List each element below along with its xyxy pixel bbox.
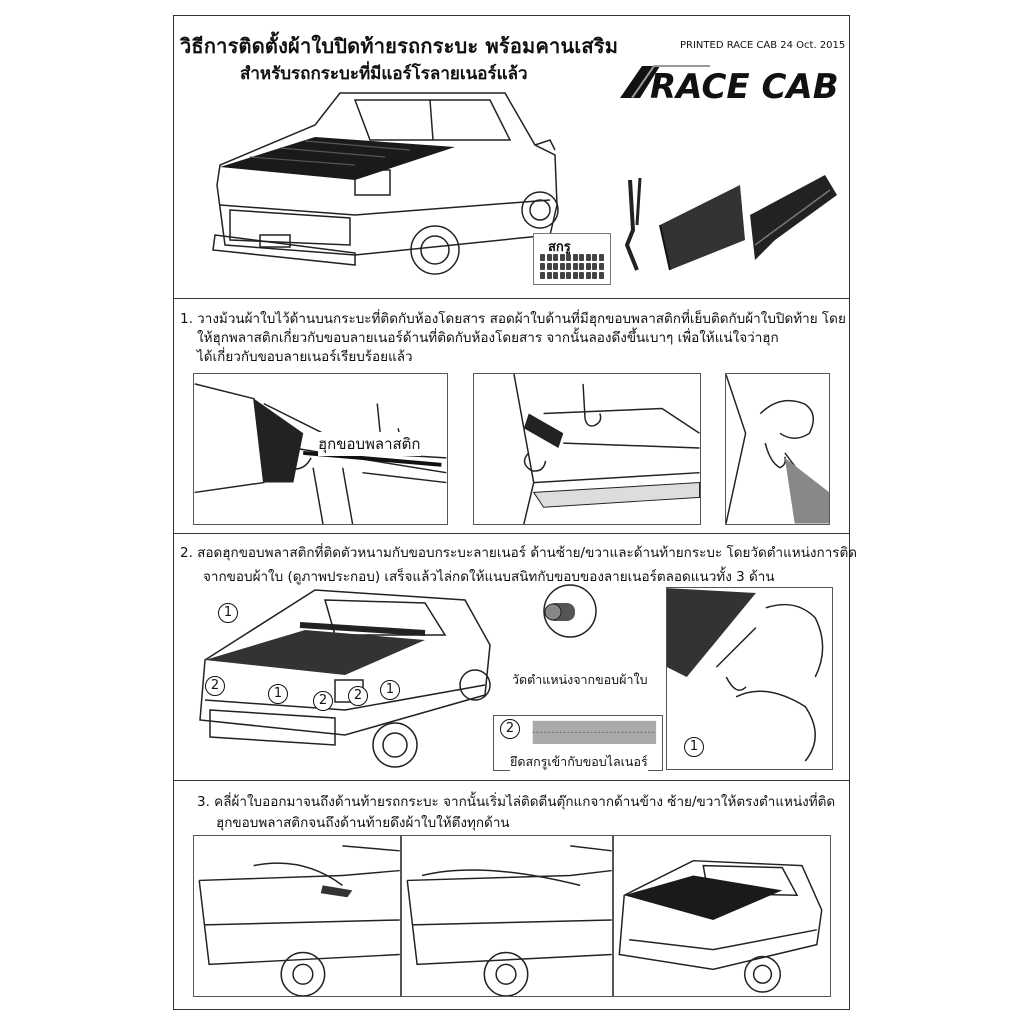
screw-icon xyxy=(598,272,604,279)
marker-2: 2 xyxy=(205,676,225,696)
screw-icon xyxy=(572,254,578,261)
measure-caption: วัดตำแหน่งจากขอบผ้าใบ xyxy=(512,670,648,690)
screw-icon xyxy=(566,272,571,279)
step-2-line-1: 2. สอดฮุกขอบพลาสติกที่ติดตัวหนามกับขอบกร… xyxy=(180,545,858,561)
screw-icon xyxy=(585,272,591,279)
screw-icon xyxy=(579,263,584,270)
screw-icon xyxy=(579,254,584,261)
roll-detail-callout xyxy=(535,583,605,638)
page-frame xyxy=(173,15,850,1010)
screw-bag xyxy=(533,233,611,285)
race-cab-logo: RACE CAB xyxy=(620,62,840,107)
step-3-line-2: ฮุกขอบพลาสติกจนถึงด้านท้ายดึงผ้าใบให้ตึง… xyxy=(216,815,510,831)
marker-2: 2 xyxy=(348,686,368,706)
screw-icon xyxy=(540,254,545,261)
screw-icon xyxy=(546,254,552,261)
screw-icon xyxy=(559,254,565,261)
step-1-line-3: ได้เกี่ยวกับขอบลายเนอร์เรียบร้อยแล้ว xyxy=(197,349,413,365)
page-subtitle: สำหรับรถกระบะที่มีแอร์โรลายเนอร์แล้ว xyxy=(240,64,528,84)
step-2-truck-illustration xyxy=(195,585,495,780)
screw-icon xyxy=(540,272,545,279)
screw-icon xyxy=(592,263,597,270)
screw-icon xyxy=(559,263,565,270)
step-3-panel-3 xyxy=(613,835,831,997)
page-title: วิธีการติดตั้งผ้าใบปิดท้ายรถกระบะ พร้อมค… xyxy=(180,34,619,58)
screw-icon xyxy=(598,254,604,261)
screw-icon xyxy=(572,272,578,279)
hook-profile-part xyxy=(615,170,845,280)
screw-icon xyxy=(598,263,604,270)
printed-note: PRINTED RACE CAB 24 Oct. 2015 xyxy=(680,40,846,51)
step-1-line-2: ให้ฮุกพลาสติกเกี่ยวกับขอบลายเนอร์ด้านที่… xyxy=(197,330,779,346)
marker-1: 1 xyxy=(218,603,238,623)
section-divider xyxy=(173,533,850,534)
hero-truck-illustration xyxy=(205,85,575,290)
screw-icon xyxy=(579,272,584,279)
screw-icon xyxy=(553,263,558,270)
section-divider xyxy=(173,780,850,781)
screw-icon xyxy=(546,272,552,279)
step-1-panel-right xyxy=(725,373,830,525)
screw-icon xyxy=(566,254,571,261)
screw-caption: ยึดสกรูเข้ากับขอบไลเนอร์ xyxy=(510,752,648,772)
marker-1: 1 xyxy=(268,684,288,704)
step-3-panel-2 xyxy=(401,835,613,997)
marker-2: 2 xyxy=(500,719,520,739)
step-3-panel-1 xyxy=(193,835,401,997)
step-2-line-2: จากขอบผ้าใบ (ดูภาพประกอบ) เสร็จแล้วไล่กด… xyxy=(203,569,775,585)
screw-icon xyxy=(592,272,597,279)
step-1-panel-middle xyxy=(473,373,701,525)
hook-edge-caption: ฮุกขอบพลาสติก xyxy=(318,432,421,456)
screw-icon xyxy=(540,263,545,270)
screw-icon xyxy=(546,263,552,270)
logo-text: RACE CAB xyxy=(650,67,839,102)
screw-icon xyxy=(553,254,558,261)
screw-label: สกรู xyxy=(548,240,571,255)
marker-2: 2 xyxy=(313,691,333,711)
screw-icon xyxy=(566,263,571,270)
marker-1: 1 xyxy=(684,737,704,757)
screw-icon xyxy=(585,263,591,270)
screw-icon xyxy=(585,254,591,261)
screw-icon xyxy=(572,263,578,270)
screw-icon xyxy=(559,272,565,279)
step-1-line-1: 1. วางม้วนผ้าใบไว้ด้านบนกระบะที่ติดกับห้… xyxy=(180,311,846,327)
screw-icon xyxy=(592,254,597,261)
marker-1: 1 xyxy=(380,680,400,700)
section-divider xyxy=(173,298,850,299)
screw-icon xyxy=(553,272,558,279)
step-3-line-1: 3. คลี่ผ้าใบออกมาจนถึงด้านท้ายรถกระบะ จา… xyxy=(197,794,836,810)
